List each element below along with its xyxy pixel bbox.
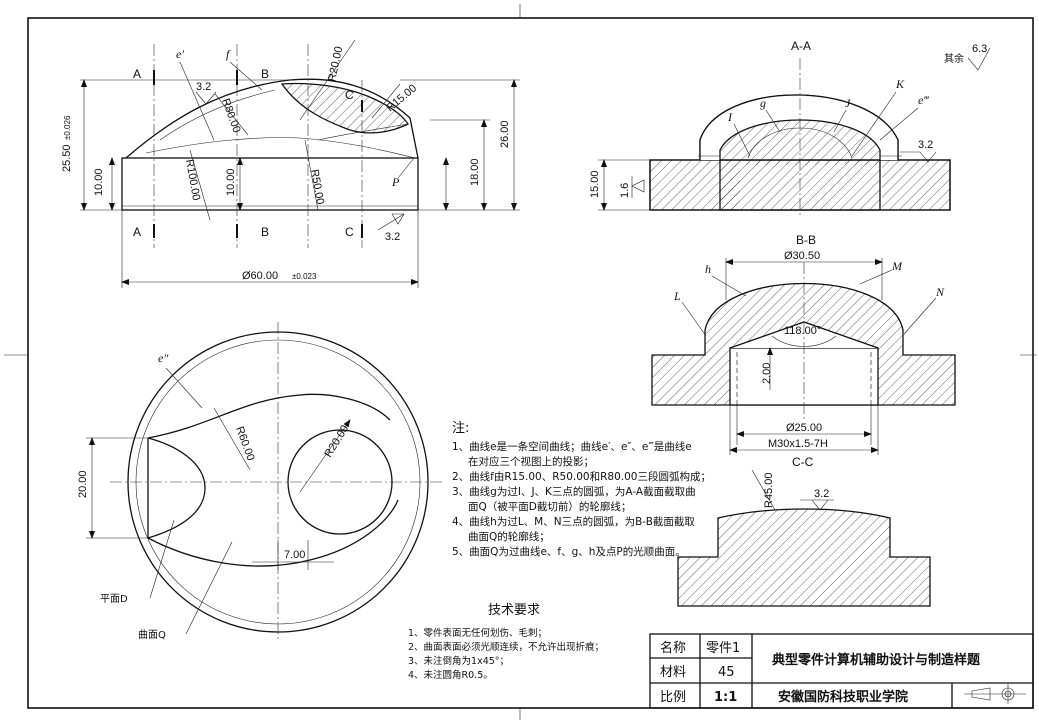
dim-r15-front: R15.00 (384, 82, 419, 114)
tol-h25-50: ±0.026 (63, 115, 72, 140)
dim-r80-front: R80.00 (219, 97, 242, 134)
dim-h10-center: 10.00 (225, 168, 237, 196)
dim-angle-118: 118.00° (784, 325, 821, 337)
note-line-8: 5、曲面Q为过曲线e、f、g、h及点P的光顺曲面。 (452, 545, 686, 558)
tb-name-label: 名称 (660, 640, 686, 656)
top-view: 20.00 7.00 R20.00 R60.00 e″ 平面D 曲面Q (77, 322, 445, 641)
tol-dia60: ±0.023 (292, 272, 317, 281)
curve-label-j: J (845, 96, 851, 110)
tech-line-2: 2、曲面表面必须光顺连续，不允许出现折痕； (408, 641, 604, 653)
title-block: 名称 零件1 材料 45 比例 1:1 典型零件计算机辅助设计与制造样题 安徽国… (649, 633, 1034, 709)
section-aa-title: A-A (791, 39, 811, 53)
notes-block: 注: 1、曲线e是一条空间曲线；曲线e′、e″、e‴是曲线e 在对应三个视图上的… (452, 421, 711, 558)
dim-h26: 26.00 (499, 120, 511, 148)
dim-r100-front: R100.00 (183, 158, 202, 201)
dim-w20: 20.00 (77, 470, 89, 498)
point-label-p: P (391, 175, 400, 189)
curve-label-m: M (891, 259, 903, 273)
roughness-front-bottom: 3.2 (385, 231, 400, 243)
dim-r20-front: R20.00 (326, 45, 345, 82)
notes-heading: 注: (452, 421, 469, 436)
section-aa: A-A I g J K e‴ 15.00 1.6 3.2 其余 6.3 (589, 39, 991, 218)
section-cc-title: C-C (792, 455, 814, 469)
note-line-1: 1、曲线e是一条空间曲线；曲线e′、e″、e‴是曲线e (452, 440, 692, 453)
dim-r50-front: R50.00 (308, 168, 326, 205)
tech-line-3: 3、未注倒角为1x45°； (408, 655, 509, 667)
curve-label-h: h (705, 262, 711, 276)
dim-dia30-5: Ø30.50 (784, 250, 820, 262)
tech-line-4: 4、未注圆角R0.5。 (408, 669, 493, 681)
curve-label-e-double-prime: e″ (158, 351, 169, 365)
other-roughness-value: 6.3 (972, 43, 987, 55)
section-mark-c-top: C (345, 88, 354, 102)
surface-label-q: 曲面Q (138, 629, 166, 641)
other-roughness-label: 其余 (944, 52, 964, 65)
roughness-cc: 3.2 (814, 488, 829, 500)
front-view: A B C A B C e′ f P R20.00 R15.00 R80.00 … (61, 39, 520, 288)
curve-label-i: I (727, 110, 733, 124)
plane-label-d: 平面D (100, 594, 128, 605)
dim-h10-left: 10.00 (93, 168, 105, 196)
section-bb-title: B-B (796, 233, 816, 247)
note-line-3: 2、曲线f由R15.00、R50.00和R80.00三段圆弧构成； (452, 470, 711, 483)
tech-line-1: 1、零件表面无任何划伤、毛刺； (408, 627, 547, 639)
section-bb: B-B Ø30.50 h M L N 118.00° 2.00 Ø25.00 M… (651, 233, 956, 455)
tb-material-value: 45 (718, 665, 735, 680)
dim-h25-50: 25.50 (61, 144, 73, 172)
tb-name-value: 零件1 (706, 641, 740, 656)
roughness-aa-top: 3.2 (918, 139, 933, 151)
section-mark-c-bottom: C (345, 225, 354, 239)
dim-r20-top: R20.00 (322, 423, 351, 459)
projection-symbol-icon (964, 684, 1026, 704)
tb-school: 安徽国防科技职业学院 (778, 689, 908, 705)
tb-scale-label: 比例 (660, 690, 686, 705)
dim-h18: 18.00 (469, 158, 481, 186)
dim-dia60: Ø60.00 (242, 270, 278, 282)
dim-r45: R45.00 (763, 473, 775, 508)
note-line-6: 4、曲线h为过L、M、N三点的圆弧，为B-B截面截取 (452, 515, 695, 528)
curve-label-e-triple-prime: e‴ (918, 93, 929, 107)
curve-label-e-prime: e′ (176, 47, 184, 61)
section-mark-b-bottom: B (261, 225, 269, 239)
roughness-aa-side: 1.6 (619, 183, 631, 198)
tb-drawing-title: 典型零件计算机辅助设计与制造样题 (772, 652, 981, 668)
note-line-4: 3、曲线g为过I、J、K三点的圆弧，为A-A截面截取曲 (452, 485, 696, 498)
dim-w7: 7.00 (284, 549, 305, 561)
section-cc: C-C R45.00 3.2 (677, 455, 931, 607)
curve-label-k: K (895, 77, 905, 91)
dim-dia25: Ø25.00 (786, 422, 822, 434)
section-marks: A B C A B C (133, 44, 363, 248)
section-mark-a-bottom: A (133, 225, 141, 239)
note-line-5: 面Q（被平面D截切前）的轮廓线； (468, 500, 631, 513)
sheet-border (4, 4, 1037, 720)
section-mark-a-top: A (133, 67, 141, 81)
note-line-7: 曲面Q的轮廓线； (468, 530, 550, 543)
curve-label-n: N (935, 285, 945, 299)
curve-label-f: f (226, 47, 231, 61)
tech-heading: 技术要求 (488, 603, 540, 618)
note-line-2: 在对应三个视图上的投影； (468, 455, 594, 468)
curve-label-g: g (760, 96, 766, 110)
dim-r60-top: R60.00 (233, 425, 256, 462)
dim-thread: M30x1.5-7H (768, 438, 828, 450)
tech-requirements: 技术要求 1、零件表面无任何划伤、毛刺； 2、曲面表面必须光顺连续，不允许出现折… (408, 603, 604, 681)
tb-material-label: 材料 (660, 665, 686, 680)
roughness-front-top: 3.2 (196, 81, 211, 93)
dim-h15: 15.00 (589, 170, 601, 198)
section-mark-b-top: B (261, 67, 269, 81)
curve-label-l: L (673, 289, 681, 303)
dim-depth-2: 2.00 (761, 363, 773, 384)
tb-scale-value: 1:1 (714, 690, 737, 705)
